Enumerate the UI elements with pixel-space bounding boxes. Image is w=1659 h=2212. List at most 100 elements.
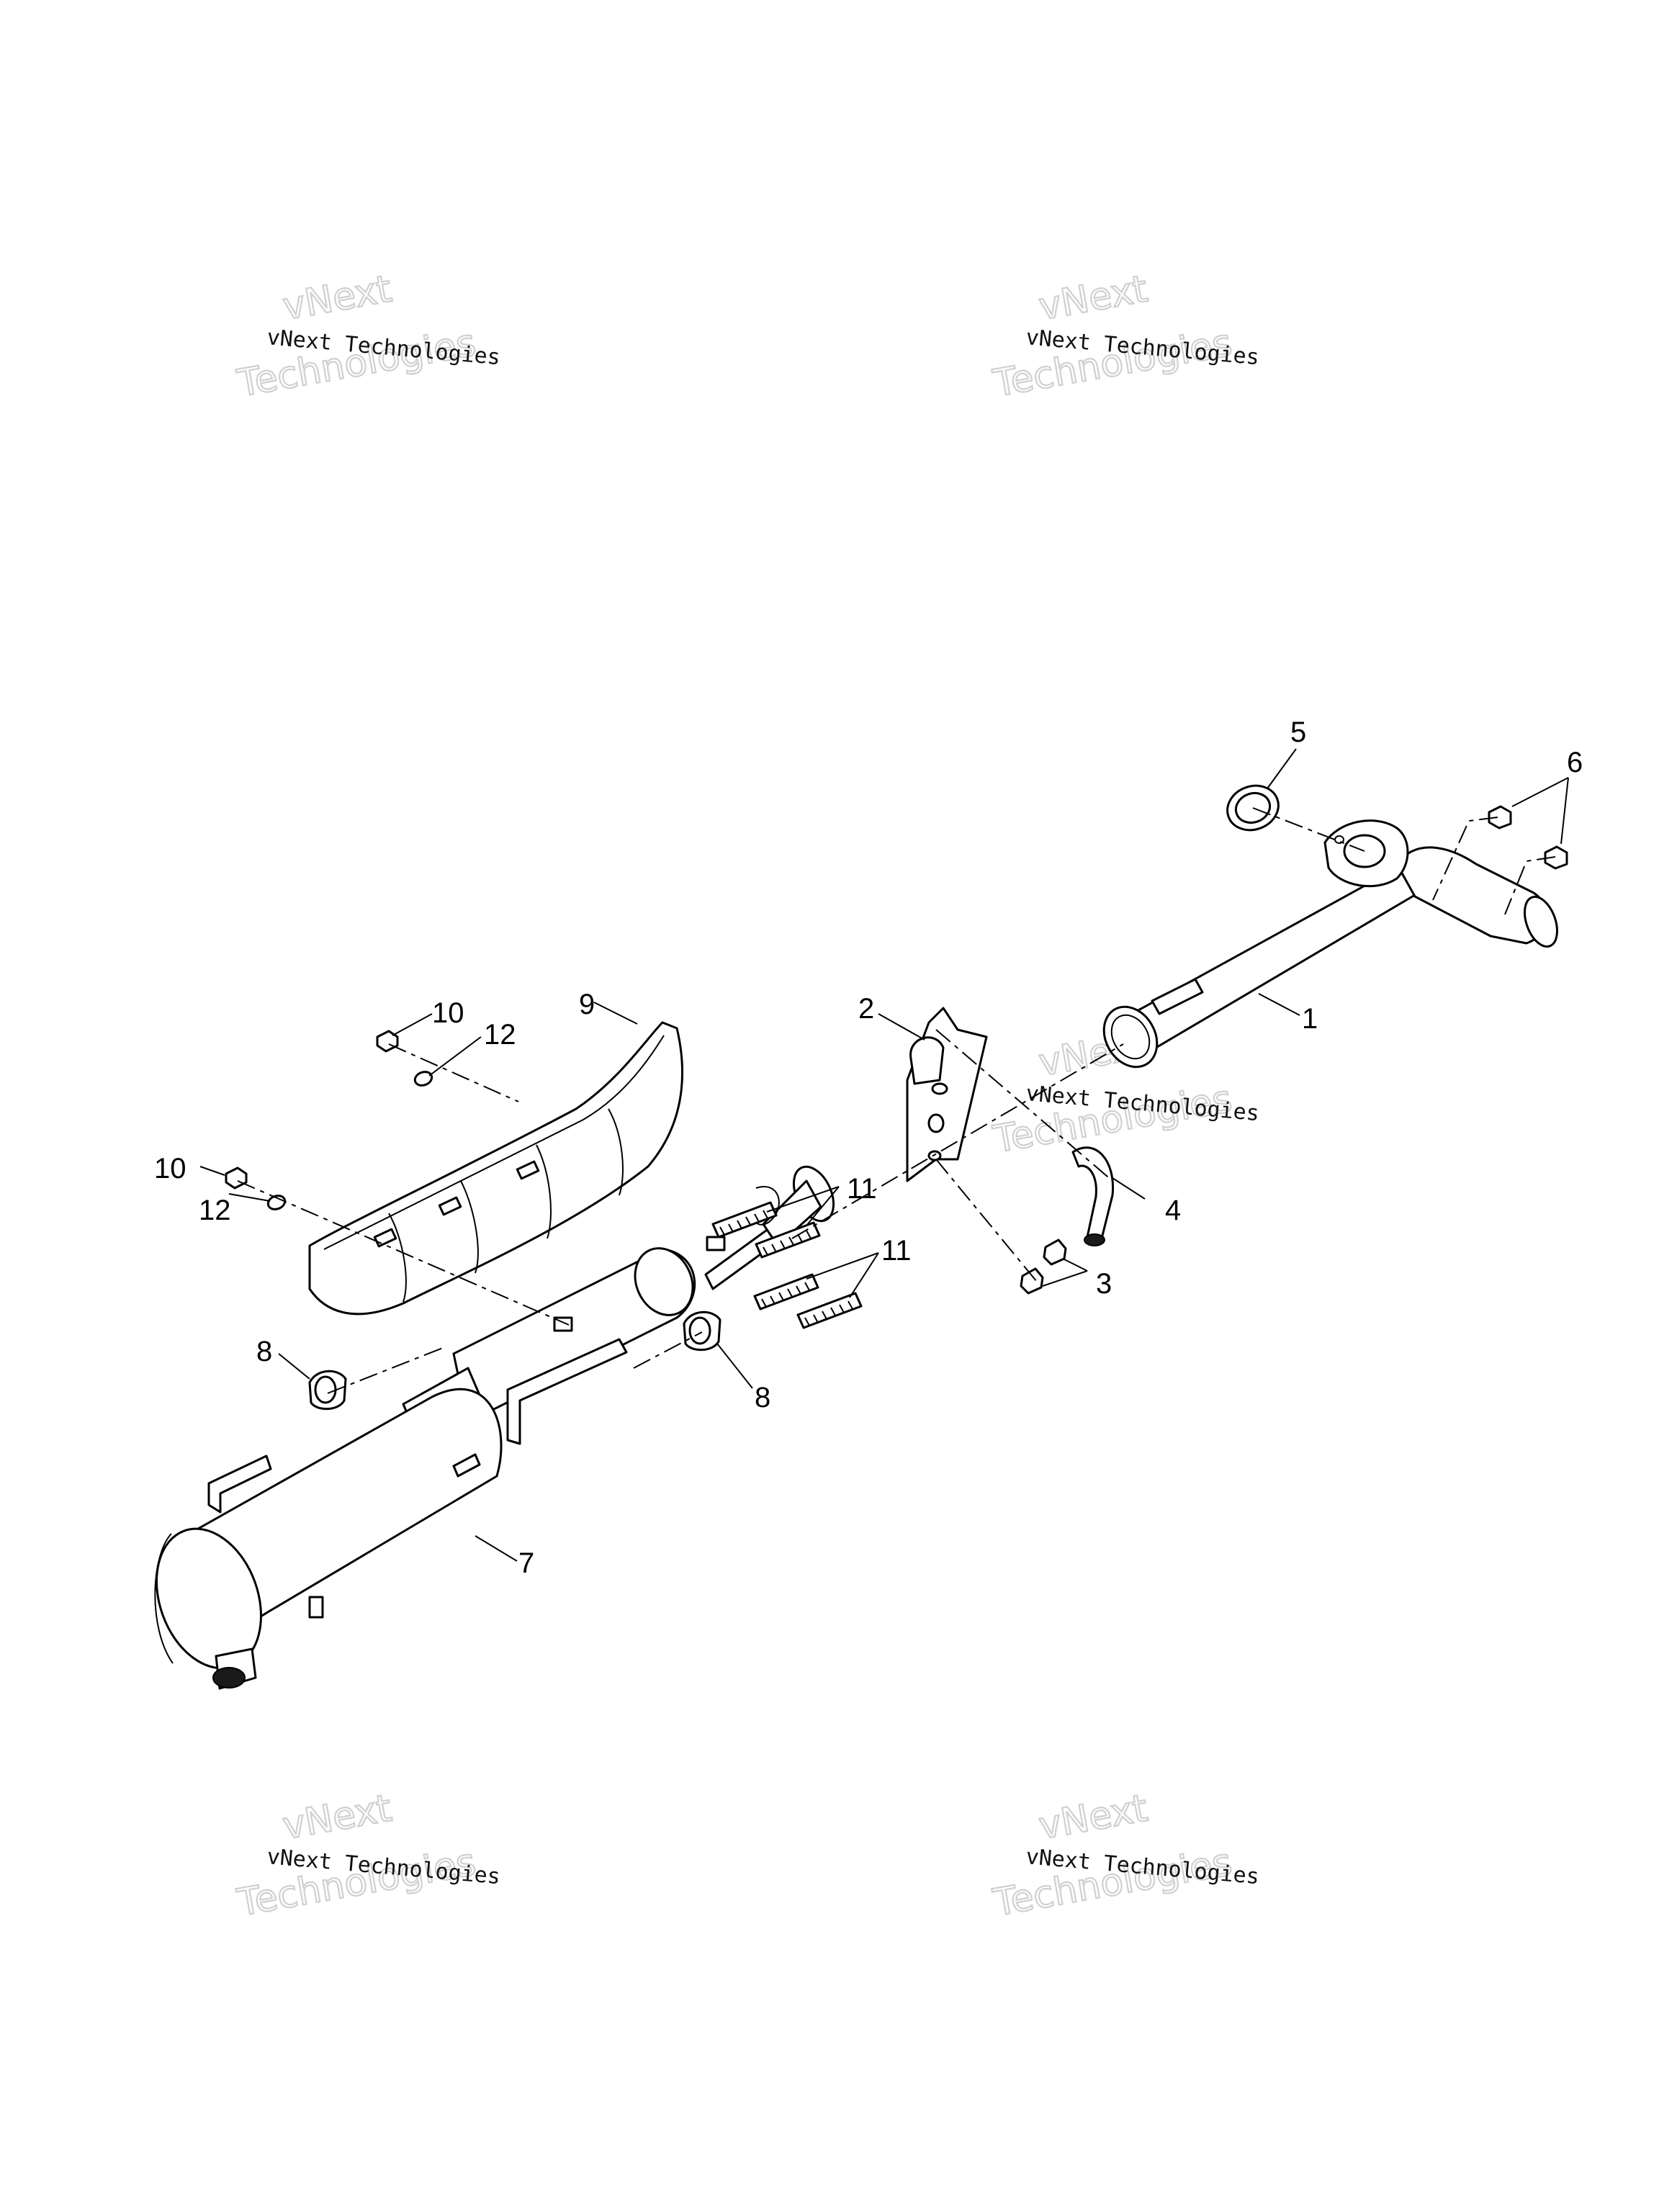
assembly-line	[1432, 817, 1498, 901]
grommet-face	[688, 1316, 711, 1345]
watermark-top-right: vNext Technologies	[989, 266, 1236, 406]
bracket-top-lobe	[909, 1036, 945, 1085]
muffler-assembly	[154, 1165, 835, 1690]
muffler-side-stud	[452, 1453, 481, 1478]
bracket-plate	[906, 1007, 988, 1182]
leader-line	[228, 1193, 271, 1202]
leader-line	[1267, 748, 1297, 789]
watermark-big-vnext: vNext	[1035, 1786, 1151, 1848]
leader-lines	[199, 748, 1569, 1562]
callout-4: 4	[1165, 1195, 1181, 1226]
spring	[796, 1292, 863, 1329]
tailpipe-opening	[212, 1667, 246, 1689]
watermark-big-vnext: vNext	[279, 1786, 395, 1848]
heat-shield-edge-inner	[323, 1035, 665, 1250]
screw	[225, 1166, 248, 1190]
callout-8-left: 8	[256, 1336, 272, 1367]
hanger-rod-left	[207, 1455, 272, 1514]
header-clamp-tab	[1151, 978, 1204, 1015]
spring	[711, 1201, 778, 1238]
callout-11-top: 11	[847, 1173, 877, 1205]
callout-8-right: 8	[755, 1382, 770, 1413]
heat-shield	[308, 1021, 684, 1316]
bolts	[1020, 1238, 1067, 1295]
leader-line	[766, 1186, 840, 1213]
leader-line	[1112, 1177, 1146, 1200]
assembly-line	[633, 1331, 703, 1369]
leader-line	[278, 1353, 310, 1380]
header-bend	[1395, 846, 1548, 945]
leader-line	[392, 1013, 433, 1036]
resonator-end	[634, 1247, 694, 1316]
heat-shield-mount-tab	[706, 1236, 726, 1251]
assembly-line	[935, 1029, 1113, 1182]
header-pipe-outlet-inner	[1110, 1014, 1151, 1060]
leader-line	[1062, 1258, 1088, 1272]
spring-coil	[761, 1282, 810, 1308]
callout-12-top: 12	[484, 1019, 516, 1051]
screws-washers	[225, 1030, 433, 1210]
mount-bracket	[906, 1007, 988, 1182]
assembly-lines	[237, 807, 1556, 1394]
assembly-line	[935, 1159, 1038, 1282]
heat-shield-rib	[608, 1108, 624, 1196]
leader-line	[1511, 777, 1569, 807]
leader-line	[593, 1002, 638, 1025]
leader-line	[806, 1186, 840, 1226]
watermark-bottom-left: vNext Technologies	[233, 1786, 480, 1925]
callout-11-bottom: 11	[881, 1235, 912, 1267]
grommet-face	[314, 1375, 337, 1404]
bracket-hole	[927, 1150, 942, 1161]
heat-shield-slot	[438, 1196, 462, 1216]
assembly-line	[388, 1043, 519, 1102]
callout-6: 6	[1567, 747, 1583, 778]
header-pipe	[1102, 819, 1558, 1069]
leader-line	[199, 1166, 225, 1176]
callout-7: 7	[518, 1547, 534, 1579]
header-pipe-tube	[1115, 863, 1420, 1060]
bracket-hole	[931, 1082, 948, 1095]
leader-line	[475, 1535, 518, 1562]
leader-line	[1258, 993, 1300, 1016]
leader-line	[849, 1252, 879, 1298]
nuts	[1488, 805, 1568, 870]
header-flange-bolt-hole	[1334, 835, 1344, 844]
leader-line	[878, 1013, 925, 1040]
assembly-line	[1252, 807, 1365, 852]
assembly-line	[237, 1180, 570, 1326]
header-pipe-stub-end	[1524, 895, 1558, 948]
leader-line	[428, 1036, 482, 1076]
callout-9: 9	[579, 989, 595, 1020]
assembly-line	[1504, 856, 1556, 915]
leader-line	[1042, 1270, 1088, 1287]
assembly-line	[327, 1346, 447, 1394]
muffler-end-rim	[154, 1533, 174, 1664]
clip-body	[1071, 1146, 1115, 1240]
watermark-big-vnext: vNext	[279, 267, 395, 328]
assembly-line	[791, 1043, 1124, 1239]
heat-shield-body	[308, 1021, 684, 1316]
bolt	[1020, 1267, 1044, 1295]
spring-coil	[804, 1300, 853, 1326]
spring-coil	[719, 1210, 768, 1236]
spring-coil	[763, 1230, 811, 1256]
clip-end	[1084, 1233, 1105, 1246]
callout-10-left: 10	[154, 1153, 186, 1184]
callout-3: 3	[1096, 1268, 1112, 1300]
callout-12-left: 12	[199, 1195, 231, 1226]
header-pipe-outlet	[1102, 1005, 1159, 1069]
bolt	[1043, 1238, 1067, 1266]
grommets	[308, 1310, 721, 1411]
callout-1: 1	[1302, 1003, 1318, 1035]
washer	[413, 1071, 433, 1087]
callout-10-top: 10	[432, 997, 464, 1029]
callout-2: 2	[858, 993, 874, 1025]
hanger-rod-upper	[506, 1338, 628, 1445]
watermark-big-vnext: vNext	[1035, 267, 1151, 328]
heat-shield-slot	[516, 1160, 540, 1180]
clip	[1071, 1146, 1115, 1246]
muffler-bottom-stud	[308, 1596, 324, 1619]
leader-line	[806, 1252, 879, 1280]
spring	[753, 1273, 819, 1310]
callouts: 1 2 3 4 5 6 7 8 8 9 10 10 11 11 12 12	[154, 716, 1583, 1579]
